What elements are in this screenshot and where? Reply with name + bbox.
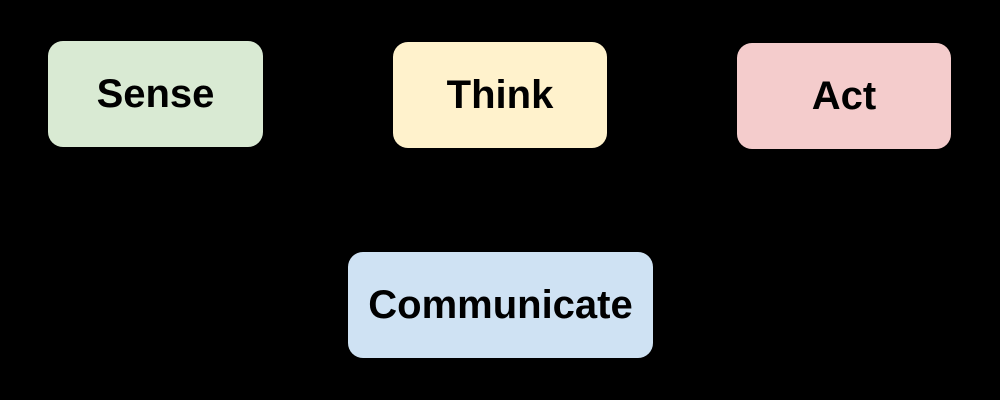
node-communicate: Communicate: [348, 252, 653, 358]
node-think: Think: [393, 42, 607, 148]
node-act: Act: [737, 43, 951, 149]
node-communicate-label: Communicate: [368, 283, 633, 327]
node-sense-label: Sense: [96, 72, 215, 116]
node-think-label: Think: [446, 73, 554, 117]
node-act-label: Act: [811, 74, 877, 118]
node-sense: Sense: [48, 41, 263, 147]
